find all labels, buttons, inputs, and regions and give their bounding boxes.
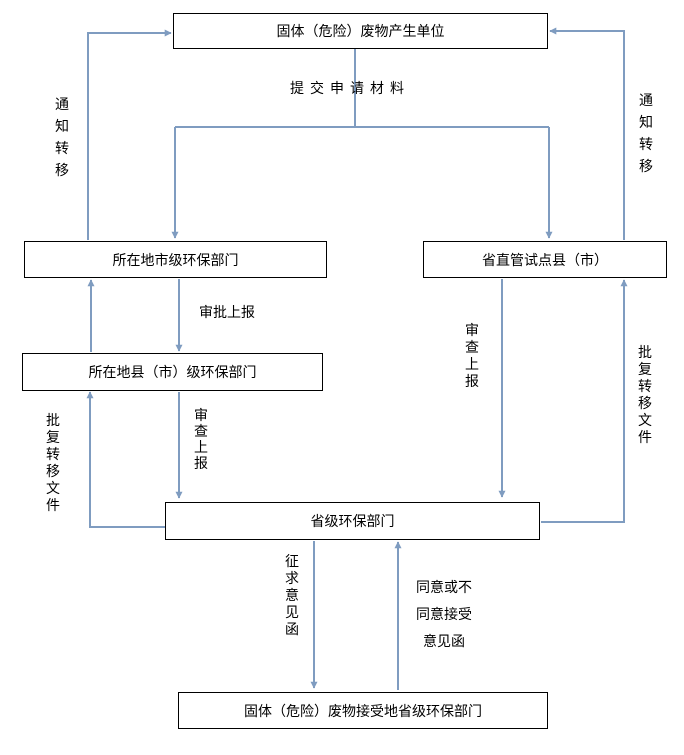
notify-transfer-left-label: 通知转移 xyxy=(55,97,69,179)
solicit-opinion-label: 征求意见函 xyxy=(285,554,299,638)
agree-opinion-label-line3: 意见函 xyxy=(423,634,465,650)
review-report-pilot-label: 审查上报 xyxy=(465,323,479,390)
arrow-notify-left xyxy=(87,29,172,240)
submit-materials-label: 提交申请材料 xyxy=(290,81,410,97)
agree-opinion-label-line2: 同意接受 xyxy=(416,607,472,623)
notify-transfer-right-label: 通知转移 xyxy=(639,93,653,175)
pilot-county-box: 省直管试点县（市） xyxy=(423,241,667,278)
approve-transfer-right-label: 批复转移文件 xyxy=(638,345,652,446)
agree-opinion-label-line1: 同意或不 xyxy=(416,580,472,596)
city-dept-box: 所在地市级环保部门 xyxy=(24,241,327,278)
province-dept-box: 省级环保部门 xyxy=(165,502,540,540)
arrow-province-to-pilot xyxy=(541,279,628,523)
producer-box: 固体（危险）废物产生单位 xyxy=(173,13,548,49)
review-report-city-label: 审批上报 xyxy=(199,305,255,321)
review-report-county-label: 审查上报 xyxy=(194,408,208,472)
county-dept-box: 所在地县（市）级环保部门 xyxy=(22,353,323,391)
receiver-dept-box: 固体（危险）废物接受地省级环保部门 xyxy=(178,692,548,729)
arrow-notify-right xyxy=(549,27,625,240)
approve-transfer-left-label: 批复转移文件 xyxy=(46,413,60,514)
arrow-province-to-county xyxy=(86,391,165,528)
